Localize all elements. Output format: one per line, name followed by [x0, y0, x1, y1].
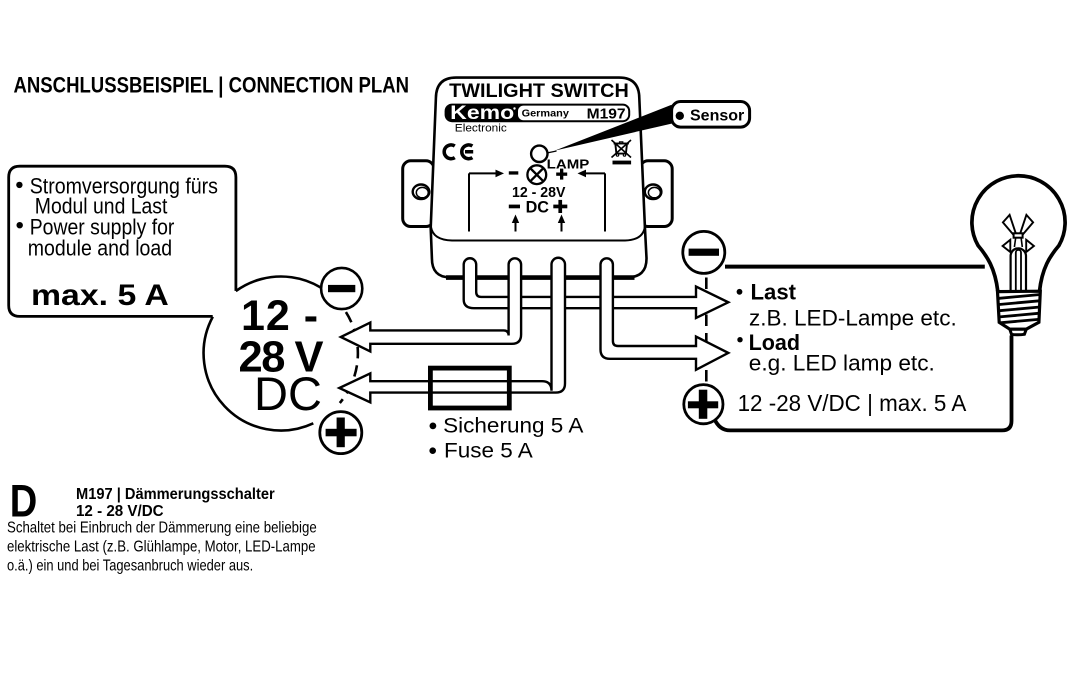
svg-text:Electronic: Electronic — [455, 122, 508, 134]
svg-text:LAMP: LAMP — [547, 157, 590, 172]
svg-text:module and load: module and load — [28, 235, 172, 260]
svg-text:Schaltet bei Einbruch der Dämm: Schaltet bei Einbruch der Dämmerung eine… — [7, 519, 317, 536]
svg-text:z.B. LED-Lampe etc.: z.B. LED-Lampe etc. — [749, 306, 957, 331]
svg-text:Sensor: Sensor — [690, 107, 744, 124]
svg-text:12 -: 12 - — [241, 292, 319, 340]
svg-text:TWILIGHT SWITCH: TWILIGHT SWITCH — [449, 81, 629, 102]
svg-text:Stromversorgung fürs: Stromversorgung fürs — [30, 174, 218, 199]
svg-text:D: D — [10, 476, 38, 527]
svg-text:Last: Last — [751, 279, 797, 304]
svg-text:max. 5 A: max. 5 A — [31, 279, 169, 312]
svg-text:28 V: 28 V — [239, 334, 324, 382]
svg-text:ANSCHLUSSBEISPIEL | CONNECTION: ANSCHLUSSBEISPIEL | CONNECTION PLAN — [14, 73, 410, 98]
svg-text:12 -28 V/DC | max. 5 A: 12 -28 V/DC | max. 5 A — [738, 390, 967, 416]
svg-text:Fuse 5 A: Fuse 5 A — [444, 440, 533, 463]
svg-text:Modul und Last: Modul und Last — [35, 193, 168, 218]
svg-text:M197 | Dämmerungsschalter: M197 | Dämmerungsschalter — [76, 486, 275, 503]
svg-text:M197: M197 — [587, 106, 626, 122]
svg-text:Kemo: Kemo — [450, 103, 514, 124]
svg-text:Load: Load — [749, 330, 800, 355]
svg-text:12 - 28V: 12 - 28V — [512, 184, 566, 201]
svg-text:elektrische Last (z.B. Glühlam: elektrische Last (z.B. Glühlampe, Motor,… — [7, 538, 316, 555]
svg-text:Germany: Germany — [522, 108, 569, 120]
svg-text:Power supply for: Power supply for — [30, 215, 175, 240]
svg-text:e.g. LED lamp etc.: e.g. LED lamp etc. — [749, 350, 935, 375]
svg-text:12 - 28 V/DC: 12 - 28 V/DC — [76, 503, 164, 520]
svg-text:Sicherung 5 A: Sicherung 5 A — [443, 414, 583, 437]
svg-text:DC: DC — [526, 198, 549, 217]
svg-text:DC: DC — [254, 367, 322, 420]
svg-text:o.ä.) ein und bei Tagesanbruch: o.ä.) ein und bei Tagesanbruch wieder au… — [7, 557, 253, 574]
